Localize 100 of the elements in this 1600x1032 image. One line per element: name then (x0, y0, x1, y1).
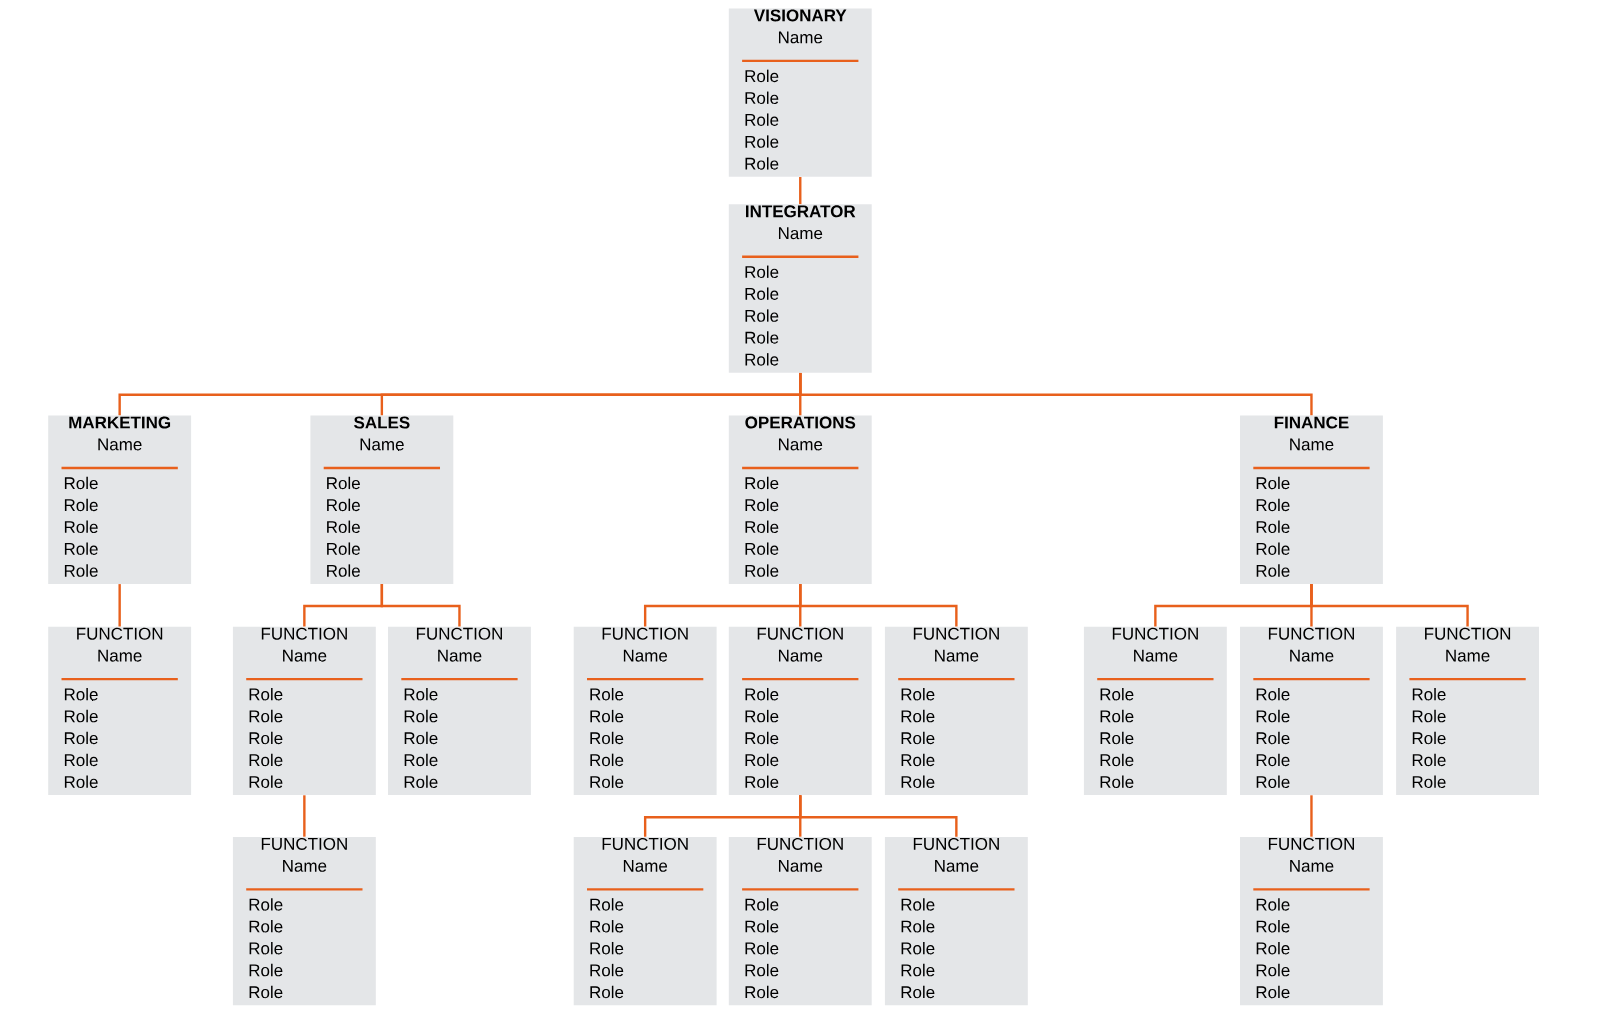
role-label: Role (1100, 709, 1134, 723)
role-label: Role (404, 775, 438, 789)
role-label: Role (745, 498, 779, 512)
name-label: Name (98, 438, 142, 451)
role-label: Role (327, 520, 360, 534)
role-label: Role (1256, 941, 1290, 955)
box-heading: FINANCE (1274, 416, 1349, 429)
role-label: Role (745, 542, 779, 555)
role-label: Role (404, 753, 438, 767)
role-label: Role (745, 687, 779, 701)
role-label: Role (745, 564, 779, 577)
role-label: Role (745, 265, 779, 279)
role-label: Role (1256, 520, 1290, 534)
box-heading: FUNCTION (602, 837, 688, 850)
role-label: Role (590, 898, 624, 911)
role-label: Role (745, 731, 779, 745)
role-label: Role (901, 898, 935, 911)
role-label: Role (901, 775, 935, 789)
role-label: Role (745, 941, 779, 955)
box-heading: INTEGRATOR (746, 205, 856, 218)
role-label: Role (1412, 753, 1446, 767)
role-label: Role (404, 709, 438, 723)
name-label: Name (1290, 649, 1334, 662)
role-label: Role (64, 687, 98, 701)
role-label: Role (901, 687, 935, 701)
name-label: Name (283, 649, 327, 662)
role-label: Role (1256, 963, 1290, 977)
role-label: Role (249, 985, 283, 999)
role-label: Role (1256, 476, 1290, 490)
role-label: Role (249, 753, 283, 767)
role-label: Role (249, 709, 283, 723)
role-label: Role (745, 920, 779, 933)
role-label: Role (745, 520, 779, 534)
role-label: Role (64, 775, 98, 789)
connector-line (799, 372, 1313, 416)
role-label: Role (1100, 731, 1134, 745)
role-label: Role (64, 542, 98, 555)
role-label: Role (404, 731, 438, 745)
org-box (388, 626, 531, 796)
box-heading: FUNCTION (1112, 627, 1198, 640)
box-heading: FUNCTION (1268, 837, 1354, 850)
box-heading: FUNCTION (757, 837, 843, 850)
role-label: Role (1256, 898, 1290, 911)
role-label: Role (64, 476, 98, 490)
role-label: Role (249, 963, 283, 977)
role-label: Role (249, 775, 283, 789)
box-heading: FUNCTION (416, 627, 502, 640)
name-label: Name (623, 649, 668, 662)
org-box (1396, 626, 1539, 796)
role-label: Role (745, 898, 779, 911)
name-label: Name (1134, 649, 1178, 662)
name-label: Name (779, 649, 823, 662)
role-label: Role (327, 542, 360, 555)
role-label: Role (404, 687, 438, 701)
box-heading: VISIONARY (753, 9, 847, 22)
name-label: Name (360, 438, 404, 451)
role-label: Role (745, 709, 779, 723)
role-label: Role (745, 113, 779, 126)
role-label: Role (745, 91, 779, 105)
org-box (48, 415, 192, 584)
connector-line (799, 177, 802, 205)
box-heading: FUNCTION (1268, 627, 1354, 640)
role-label: Role (327, 476, 360, 490)
role-label: Role (327, 564, 360, 577)
role-label: Role (1256, 753, 1290, 767)
name-label: Name (1290, 859, 1334, 872)
name-label: Name (935, 859, 979, 872)
role-label: Role (590, 775, 624, 789)
name-label: Name (283, 859, 327, 872)
role-label: Role (901, 731, 935, 745)
role-label: Role (901, 753, 935, 767)
role-label: Role (64, 731, 98, 745)
role-label: Role (1256, 564, 1290, 577)
role-label: Role (745, 775, 779, 789)
role-label: Role (745, 287, 779, 300)
org-box (573, 626, 717, 796)
role-label: Role (1412, 731, 1446, 745)
org-box (310, 415, 454, 584)
role-label: Role (590, 985, 624, 999)
role-label: Role (901, 709, 935, 723)
role-label: Role (249, 920, 283, 933)
role-label: Role (1412, 709, 1446, 723)
role-label: Role (745, 69, 779, 83)
role-label: Role (1412, 687, 1446, 701)
role-label: Role (1256, 920, 1290, 933)
org-box (1240, 836, 1383, 1006)
org-box (573, 836, 717, 1006)
role-label: Role (590, 963, 624, 977)
connector-line (303, 795, 306, 837)
role-label: Role (590, 687, 624, 701)
role-label: Role (901, 963, 935, 977)
role-label: Role (590, 753, 624, 767)
org-box (884, 626, 1028, 796)
role-label: Role (901, 920, 935, 933)
role-label: Role (1256, 985, 1290, 999)
role-label: Role (1100, 775, 1134, 789)
role-label: Role (745, 476, 779, 490)
role-label: Role (64, 564, 98, 577)
name-label: Name (623, 859, 668, 872)
box-heading: SALES (354, 416, 410, 429)
